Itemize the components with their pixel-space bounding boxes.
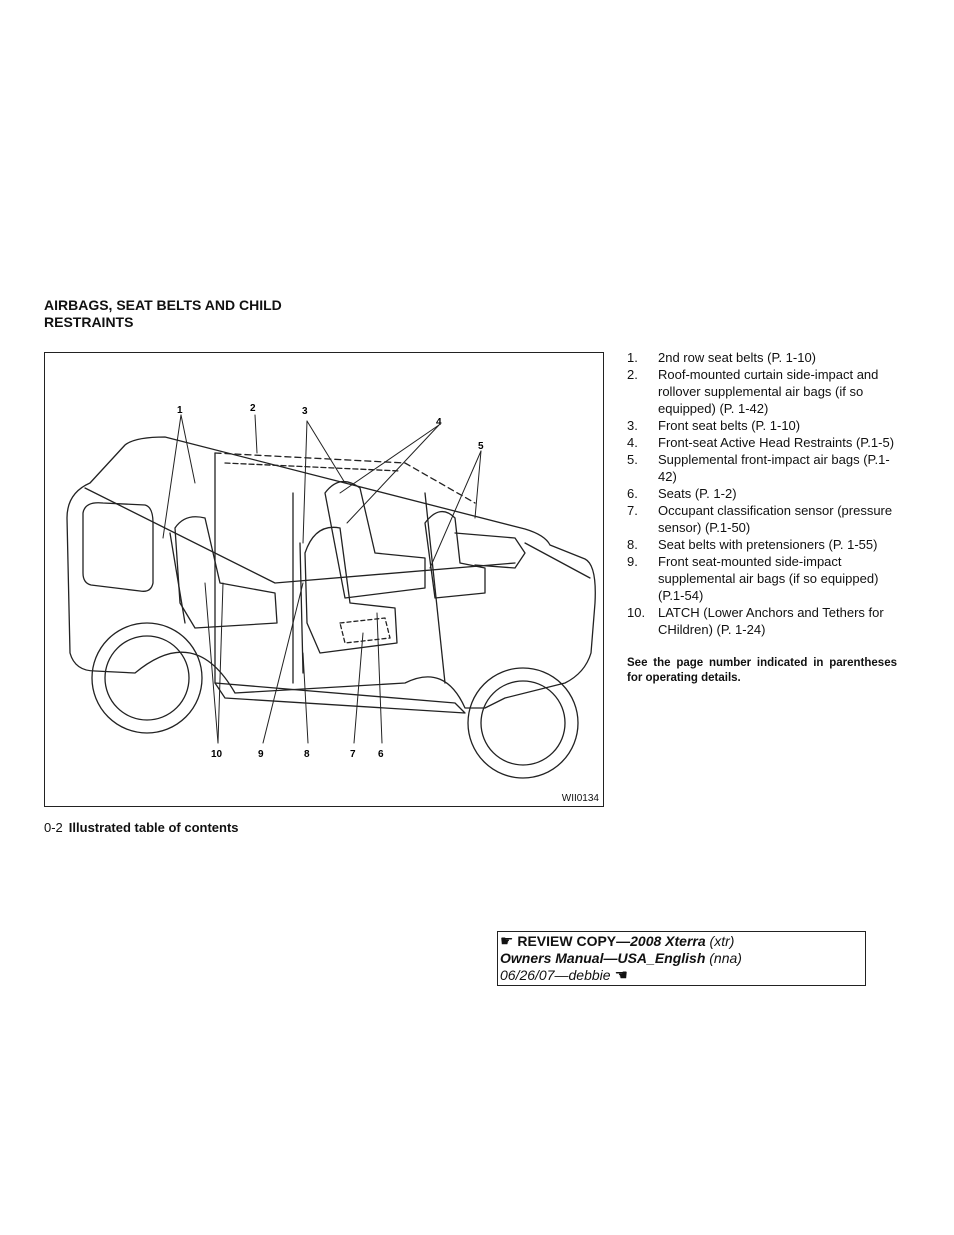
occupant-sensor — [339, 617, 391, 644]
leader-10a — [204, 582, 219, 744]
model-code: (xtr) — [705, 933, 735, 949]
model-name: 2008 Xterra — [630, 933, 706, 949]
callout-4: 4 — [436, 417, 442, 428]
leader-6 — [376, 612, 383, 744]
callout-6: 6 — [378, 749, 384, 760]
leader-7 — [353, 632, 364, 744]
list-item: 1. 2nd row seat belts (P. 1-10) — [627, 349, 902, 366]
page-number: 0-2 — [44, 820, 63, 835]
list-item: 3. Front seat belts (P. 1-10) — [627, 417, 902, 434]
review-date-author: 06/26/07—debbie — [500, 967, 611, 983]
list-item: 5. Supplemental front-impact air bags (P.… — [627, 451, 902, 485]
driver-seat — [424, 511, 486, 599]
figure-callout-labels: 1 2 3 4 5 10 9 8 7 6 — [177, 403, 484, 760]
list-item-number: 2. — [627, 367, 638, 382]
a-pillar — [424, 492, 446, 684]
list-item-text: LATCH (Lower Anchors and Tethers for CHi… — [658, 605, 884, 637]
rear-seat — [174, 516, 278, 629]
list-item-number: 5. — [627, 452, 638, 467]
hood-line — [524, 542, 591, 579]
review-line-2: Owners Manual—USA_English (nna) — [500, 950, 863, 967]
review-line-1: ☛ REVIEW COPY—2008 Xterra (xtr) — [500, 933, 863, 950]
leader-3b — [306, 420, 346, 484]
leader-5b — [474, 450, 482, 519]
rear-window — [82, 502, 154, 592]
dashboard — [454, 532, 526, 569]
review-copy-label: REVIEW COPY— — [517, 933, 631, 949]
list-item-text: Front seat belts (P. 1-10) — [658, 418, 801, 433]
callout-9: 9 — [258, 749, 264, 760]
callout-10: 10 — [211, 749, 223, 760]
list-item-text: Seats (P. 1-2) — [658, 486, 737, 501]
front-wheel — [467, 667, 579, 779]
list-item: 8. Seat belts with pretensioners (P. 1-55… — [627, 536, 902, 553]
callout-8: 8 — [304, 749, 310, 760]
leader-9 — [262, 582, 304, 744]
review-copy-stamp: ☛ REVIEW COPY—2008 Xterra (xtr) Owners M… — [497, 931, 866, 986]
front-belt — [299, 542, 304, 674]
list-item: 10. LATCH (Lower Anchors and Tethers for … — [627, 604, 902, 638]
list-item-number: 10. — [627, 605, 646, 620]
leader-1b — [180, 414, 196, 484]
list-item-text: 2nd row seat belts (P. 1-10) — [658, 350, 817, 365]
list-item-number: 4. — [627, 435, 638, 450]
callout-1: 1 — [177, 405, 183, 416]
list-item: 2. Roof-mounted curtain side-impact and r… — [627, 366, 902, 417]
roof-rail — [214, 452, 476, 504]
leader-8 — [302, 652, 309, 744]
vehicle-illustration: 1 2 3 4 5 10 9 8 7 6 WII0134 — [44, 352, 604, 807]
callout-5: 5 — [478, 441, 484, 452]
list-item-number: 1. — [627, 350, 638, 365]
list-item-text: Supplemental front-impact air bags (P.1-… — [658, 452, 890, 484]
list-item-text: Roof-mounted curtain side-impact and rol… — [658, 367, 879, 416]
list-item-number: 3. — [627, 418, 638, 433]
list-item: 7. Occupant classification sensor (pressu… — [627, 502, 902, 536]
rear-wheel — [91, 622, 203, 734]
callout-list: 1. 2nd row seat belts (P. 1-10) 2. Roof-mo… — [627, 349, 902, 638]
leader-3a — [302, 420, 308, 544]
leader-2 — [254, 414, 258, 454]
list-item-text: Occupant classification sensor (pressure… — [658, 503, 893, 535]
list-item-number: 7. — [627, 503, 638, 518]
figure-code: WII0134 — [561, 793, 599, 804]
leader-4a — [339, 424, 440, 494]
curtain-airbag — [224, 462, 401, 472]
window-line — [84, 487, 516, 584]
body-outline — [66, 436, 596, 709]
list-item: 6. Seats (P. 1-2) — [627, 485, 902, 502]
rear-wheel-inner — [104, 635, 190, 721]
list-item-number: 8. — [627, 537, 638, 552]
front-seat-left — [304, 526, 398, 654]
list-item-text: Front-seat Active Head Restraints (P.1-5… — [658, 435, 895, 450]
list-item-number: 9. — [627, 554, 638, 569]
section-title: AIRBAGS, SEAT BELTS AND CHILD RESTRAINTS — [44, 297, 282, 330]
page-footer: 0-2 Illustrated table of contents — [44, 820, 239, 835]
review-line-3: 06/26/07—debbie ☚ — [500, 967, 863, 984]
list-item-text: Seat belts with pretensioners (P. 1-55) — [658, 537, 878, 552]
list-item-number: 6. — [627, 486, 638, 501]
list-item-text: Front seat-mounted side-impact supplemen… — [658, 554, 879, 603]
manual-name: Owners Manual—USA_English — [500, 950, 706, 966]
operating-details-note: See the page number indicated in parenth… — [627, 657, 897, 684]
vehicle-line-drawing — [66, 414, 596, 779]
front-wheel-inner — [480, 680, 566, 766]
leader-5a — [429, 450, 482, 569]
callout-7: 7 — [350, 749, 356, 760]
rear-belt — [169, 532, 186, 624]
pointing-hand-left-icon: ☚ — [614, 967, 628, 984]
rocker-panel — [214, 682, 466, 714]
manual-code: (nna) — [705, 950, 742, 966]
leader-1a — [162, 414, 182, 539]
callout-3: 3 — [302, 406, 308, 417]
chapter-title: Illustrated table of contents — [68, 820, 239, 835]
callout-2: 2 — [250, 403, 256, 414]
leader-4b — [346, 424, 440, 524]
pointing-hand-right-icon: ☛ — [500, 933, 514, 950]
leader-10b — [217, 582, 224, 744]
list-item: 4. Front-seat Active Head Restraints (P.1… — [627, 434, 902, 451]
list-item: 9. Front seat-mounted side-impact supplem… — [627, 553, 902, 604]
